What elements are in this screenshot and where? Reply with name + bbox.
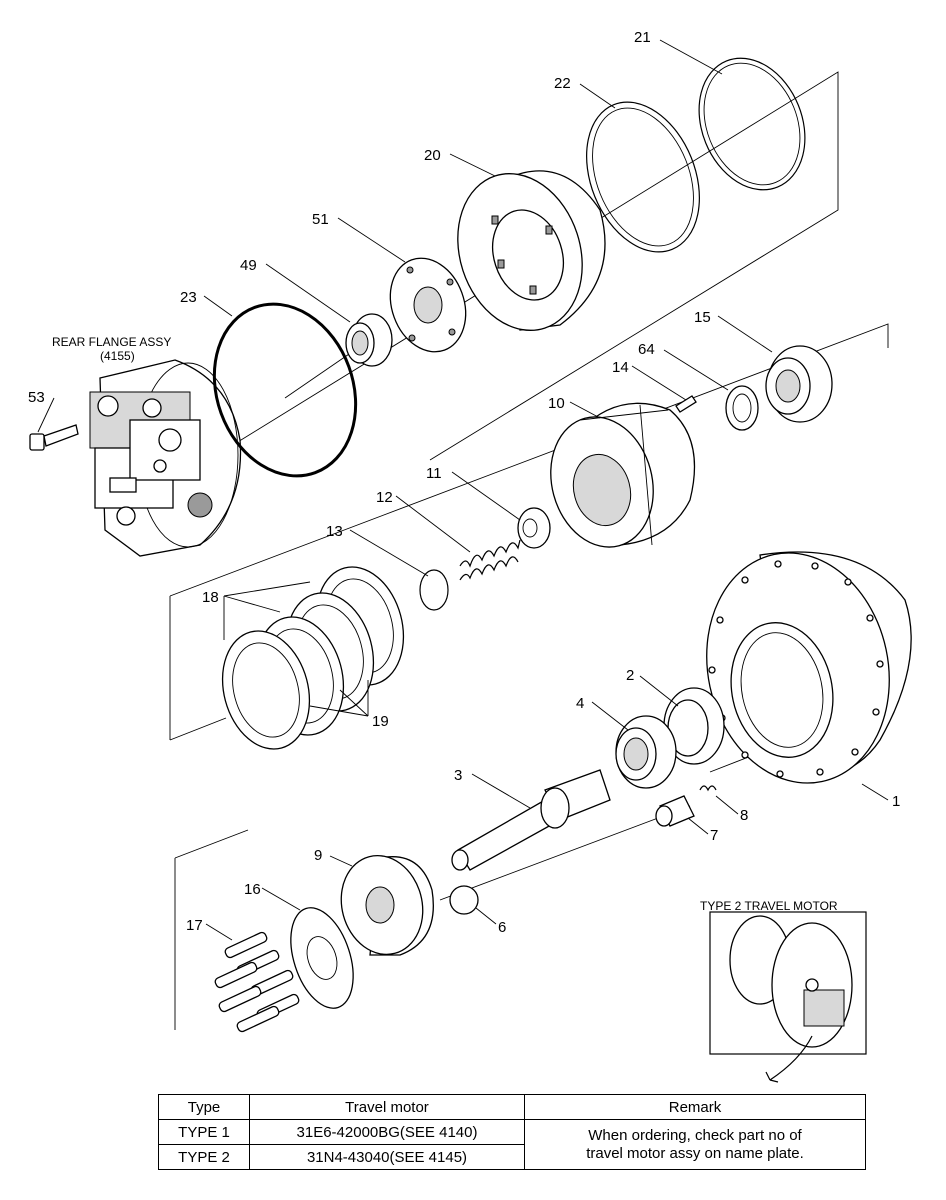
part-number-labels: 21 22 20 51 49 23 53 15 64 14 10 11 12 1… xyxy=(28,29,900,936)
part-label-4: 4 xyxy=(576,695,584,712)
remark-line-1: When ordering, check part no of xyxy=(588,1126,802,1144)
travel-motor-table: Type Travel motor Remark TYPE 1 31E6-420… xyxy=(158,1094,866,1170)
swash-plate-9 xyxy=(340,854,434,956)
bearing-4 xyxy=(615,715,677,789)
part-label-8: 8 xyxy=(740,807,748,824)
o-ring-22 xyxy=(586,101,700,253)
seal-2 xyxy=(663,687,725,765)
part-label-9: 9 xyxy=(314,847,322,864)
type2-motor-title: TYPE 2 TRAVEL MOTOR xyxy=(700,899,838,913)
rear-flange-ref: (4155) xyxy=(100,349,135,363)
part-label-19: 19 xyxy=(372,713,389,730)
part-label-12: 12 xyxy=(376,489,393,506)
part-label-53: 53 xyxy=(28,389,45,406)
type2-motor-inset xyxy=(709,911,867,1083)
remark-cell: When ordering, check part no of travel m… xyxy=(524,1119,866,1170)
part-label-2: 2 xyxy=(626,667,634,684)
table-header-row: Type Travel motor Remark xyxy=(158,1094,866,1120)
part-label-21: 21 xyxy=(634,29,651,46)
brake-piston-20 xyxy=(457,170,606,331)
part-label-17: 17 xyxy=(186,917,203,934)
part-label-23: 23 xyxy=(180,289,197,306)
retainer-plate-16 xyxy=(290,907,354,1009)
type-cell: TYPE 1 xyxy=(158,1119,250,1145)
part-label-3: 3 xyxy=(454,767,462,784)
part-label-15: 15 xyxy=(694,309,711,326)
pistons-17 xyxy=(214,931,300,1033)
header-remark: Remark xyxy=(524,1094,866,1120)
part-label-22: 22 xyxy=(554,75,571,92)
backup-ring-21 xyxy=(698,57,806,191)
part-label-16: 16 xyxy=(244,881,261,898)
motor-cell: 31N4-43040(SEE 4145) xyxy=(249,1144,525,1170)
spring-12 xyxy=(459,539,521,581)
type-cell: TYPE 2 xyxy=(158,1144,250,1170)
part-label-18: 18 xyxy=(202,589,219,606)
part-label-51: 51 xyxy=(312,211,329,228)
washer-11 xyxy=(517,507,551,549)
bolt-53 xyxy=(29,424,79,451)
part-label-14: 14 xyxy=(612,359,629,376)
snap-ring-13 xyxy=(419,569,449,611)
part-label-64: 64 xyxy=(638,341,655,358)
table-row: TYPE 2 31N4-43040(SEE 4145) xyxy=(158,1144,866,1170)
ball-6 xyxy=(449,885,479,915)
bearing-15 xyxy=(765,345,833,423)
cylinder-block-10 xyxy=(550,402,696,548)
collar-7 xyxy=(655,795,695,827)
valve-plate-51 xyxy=(389,257,467,353)
pin-14 xyxy=(675,395,697,413)
bearing-49 xyxy=(345,313,393,367)
shim-64 xyxy=(725,385,759,431)
part-label-7: 7 xyxy=(710,827,718,844)
o-ring-23 xyxy=(212,302,358,478)
shaft-3 xyxy=(451,769,611,871)
motor-cell: 31E6-42000BG(SEE 4140) xyxy=(249,1119,525,1145)
table-row: TYPE 1 31E6-42000BG(SEE 4140) When order… xyxy=(158,1119,866,1170)
spring-8 xyxy=(699,785,717,792)
part-label-6: 6 xyxy=(498,919,506,936)
part-label-13: 13 xyxy=(326,523,343,540)
leader-lines xyxy=(37,39,889,941)
rear-flange-assy xyxy=(89,359,242,557)
brake-plates-18-19 xyxy=(221,566,405,750)
part-label-10: 10 xyxy=(548,395,565,412)
header-travel-motor: Travel motor xyxy=(249,1094,525,1120)
rear-flange-title: REAR FLANGE ASSY xyxy=(52,335,171,349)
part-label-1: 1 xyxy=(892,793,900,810)
part-label-20: 20 xyxy=(424,147,441,164)
housing-1 xyxy=(706,551,912,784)
part-label-49: 49 xyxy=(240,257,257,274)
header-type: Type xyxy=(158,1094,250,1120)
part-label-11: 11 xyxy=(426,465,442,482)
remark-line-2: travel motor assy on name plate. xyxy=(586,1144,804,1162)
